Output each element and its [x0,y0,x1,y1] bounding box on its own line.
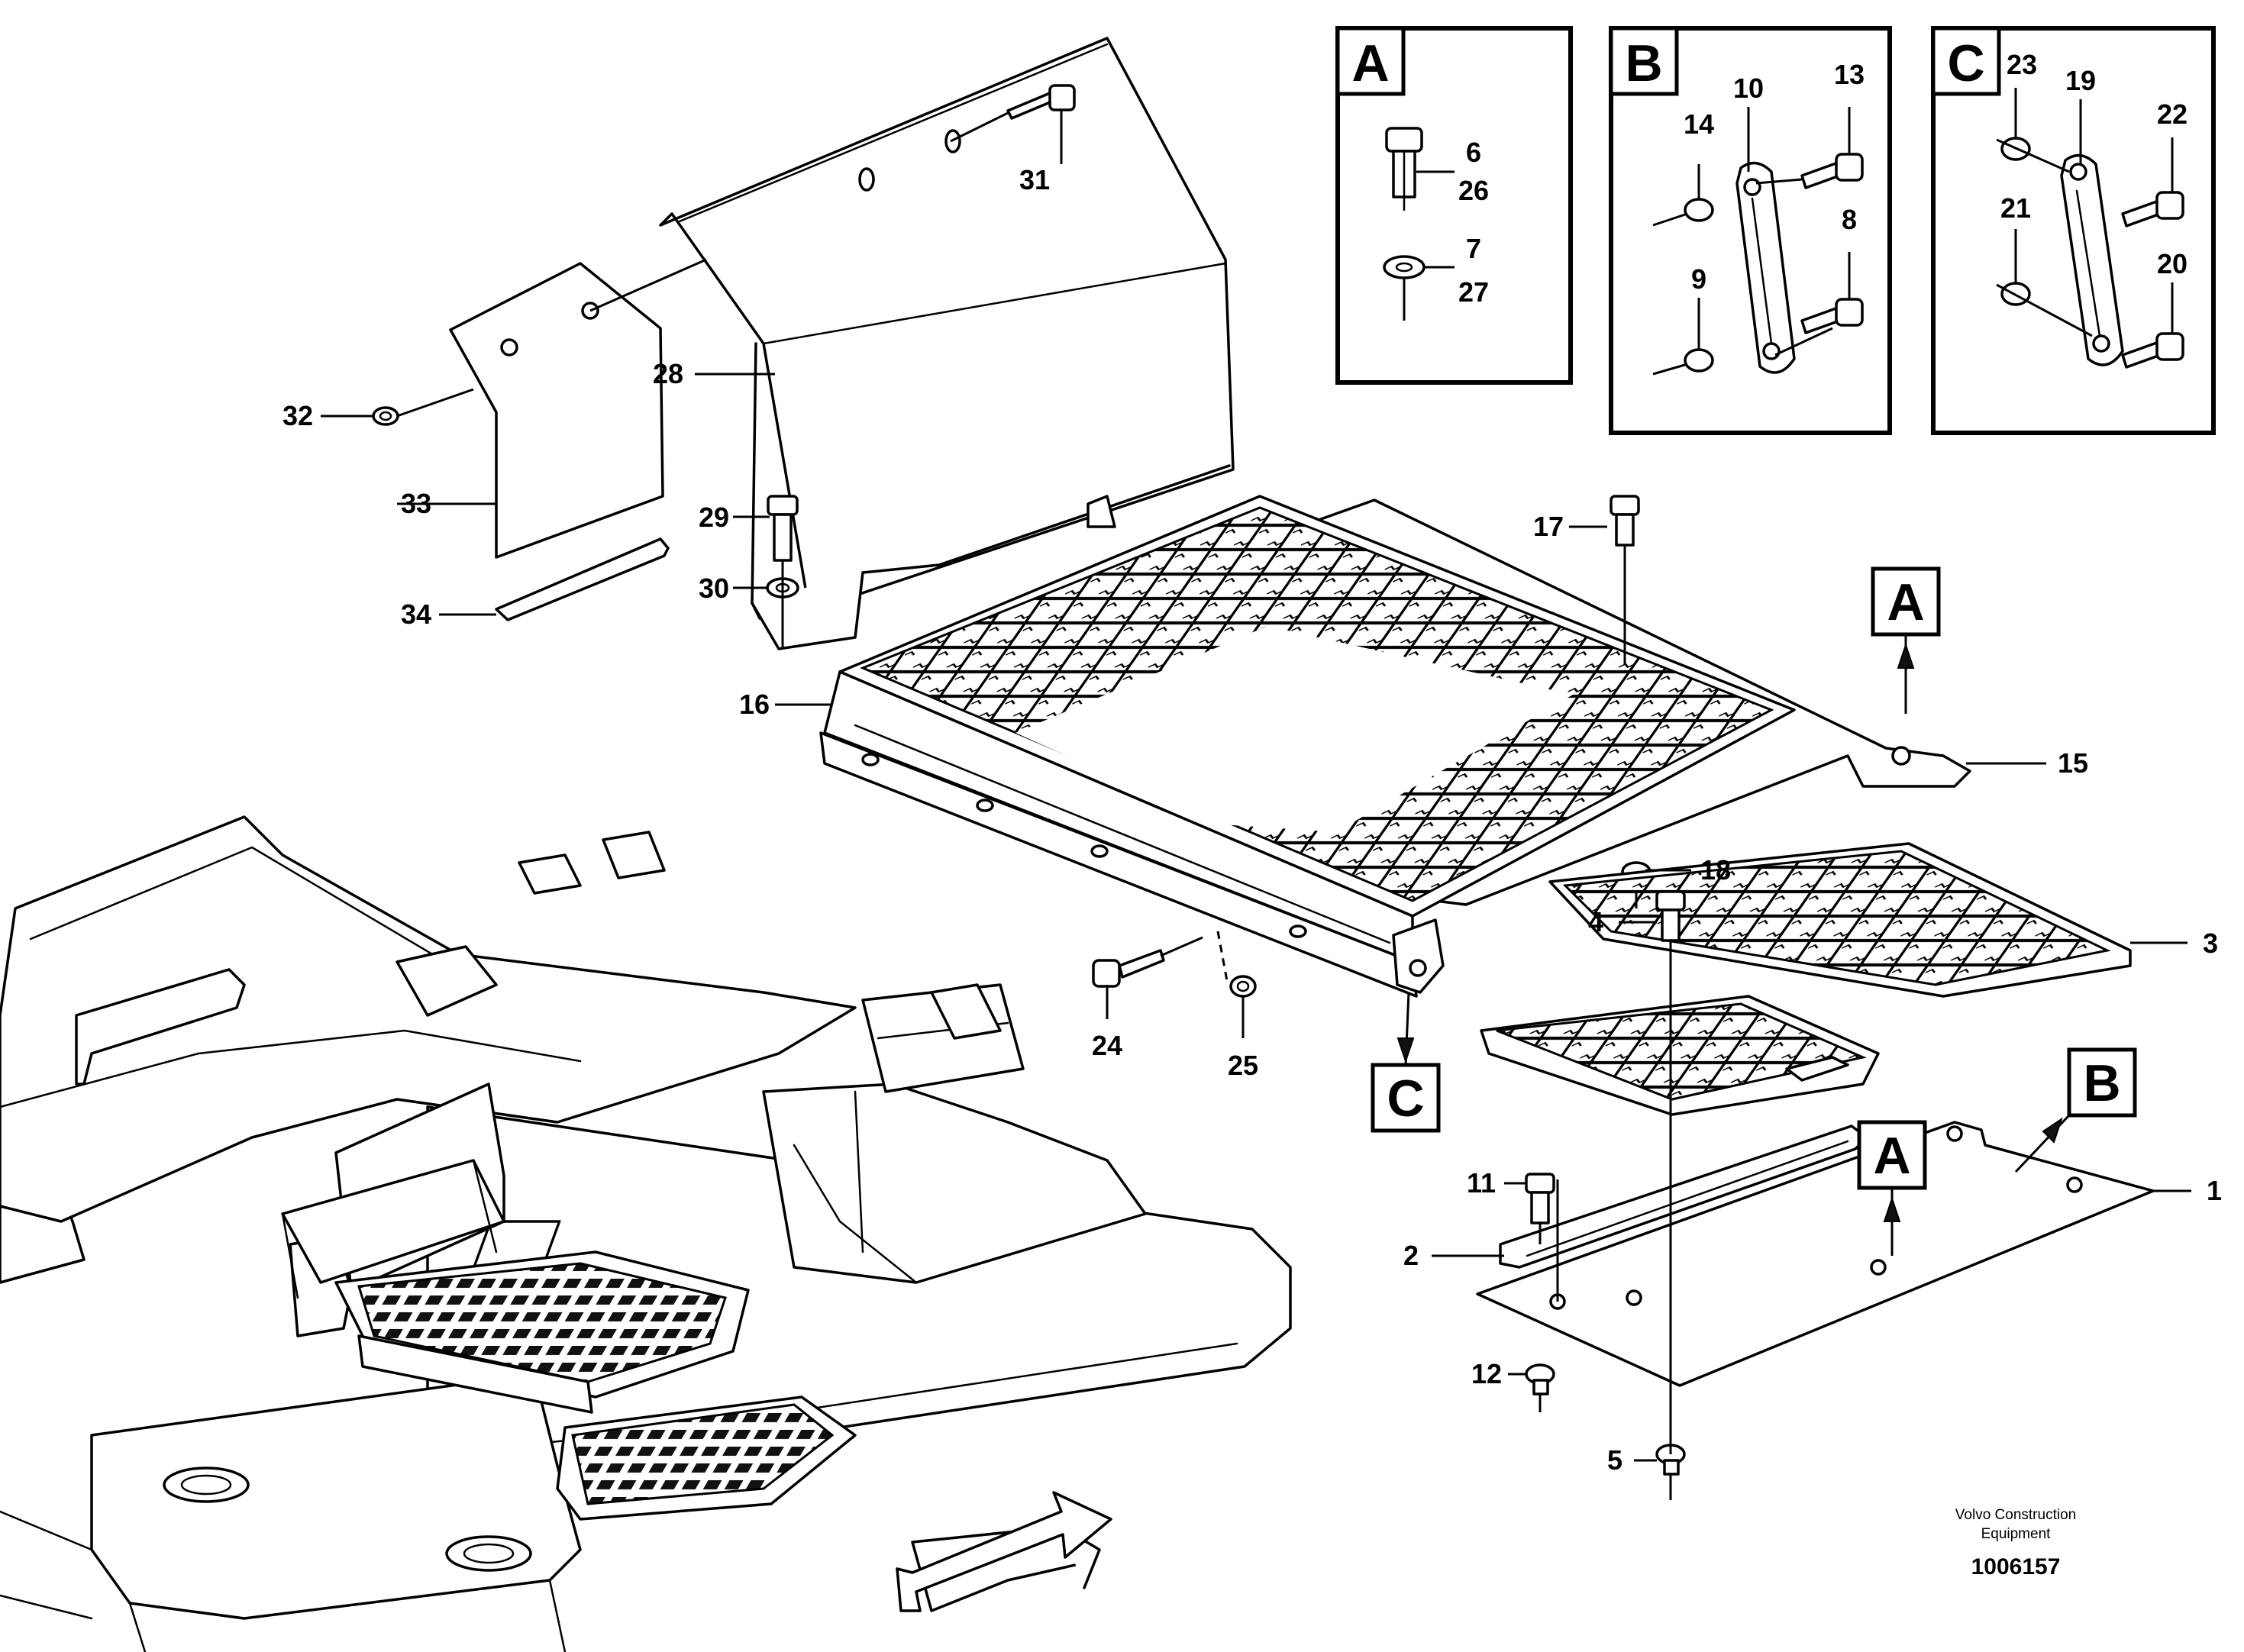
leader-lines [321,111,2191,1500]
callout-9: 9 [1691,263,1706,295]
part-17-bolt [1610,495,1640,547]
callout-6: 6 [1466,137,1481,168]
detail-view-c: C [1931,26,2216,435]
part-1-base-plate [1476,1121,2155,1387]
view-marker-b: B [2014,1047,2137,1173]
detail-b-letter: B [1625,34,1662,92]
part-24-bolt [1092,949,1165,988]
part-33-plate [449,262,664,559]
callout-5: 5 [1607,1444,1622,1476]
footer: Volvo Construction Equipment 1006157 [1955,1507,2076,1579]
callout-28: 28 [653,358,683,389]
callout-25: 25 [1228,1050,1258,1081]
callout-32: 32 [283,400,313,431]
part-34-strip [495,537,670,621]
callout-22: 22 [2157,98,2187,130]
callout-2: 2 [1403,1240,1419,1271]
svg-text:A: A [1873,1127,1910,1185]
part-3-grating [1548,842,2132,998]
callout-12: 12 [1471,1358,1502,1389]
installed-tray-assembly [281,1159,1101,1612]
callout-1: 1 [2207,1175,2222,1206]
svg-text:B: B [2083,1054,2120,1112]
callout-27: 27 [1458,276,1489,308]
part-2-hinge [1499,1124,1868,1269]
callout-19: 19 [2065,65,2096,96]
callout-14: 14 [1684,108,1714,140]
view-marker-a-upper: A [1871,566,1941,714]
callout-20: 20 [2157,248,2187,279]
machine-frame [0,815,1292,1652]
svg-text:A: A [1887,573,1924,631]
callout-21: 21 [2000,192,2031,224]
callout-23: 23 [2007,49,2037,80]
callout-4: 4 [1588,906,1603,937]
callout-10: 10 [1733,73,1764,104]
footer-company-line1: Volvo Construction [1955,1507,2076,1523]
part-11-bolt [1525,1173,1555,1224]
part-3-grating-lower [1480,995,1880,1116]
callout-26: 26 [1458,175,1489,206]
part-25-nut [1229,975,1257,998]
callout-3: 3 [2203,928,2218,959]
callout-11: 11 [1467,1167,1496,1199]
callout-labels: 1 2 3 4 5 6 7 8 9 10 11 12 13 14 15 16 1… [283,49,2222,1476]
part-16-tray [819,495,1796,998]
callout-31: 31 [1019,164,1050,195]
callout-24: 24 [1092,1030,1122,1061]
part-12-nut [1525,1363,1555,1395]
callout-16: 16 [739,689,770,720]
callout-33: 33 [401,488,431,519]
callout-17: 17 [1533,511,1564,542]
callout-7: 7 [1466,233,1481,264]
detail-c-letter: C [1947,34,1984,92]
callout-8: 8 [1842,204,1857,235]
svg-text:C: C [1387,1070,1424,1128]
footer-doc-number: 1006157 [1971,1554,2061,1579]
footer-company-line2: Equipment [1981,1526,2052,1542]
part-4-bolt [1655,890,1686,942]
view-marker-c: C [1371,992,1441,1133]
callout-13: 13 [1834,59,1865,90]
detail-a-letter: A [1351,34,1389,92]
callout-18: 18 [1700,854,1731,886]
detail-view-a: A [1335,26,1573,385]
callout-29: 29 [699,502,729,533]
part-29-bolt [767,495,799,562]
part-32-nut [372,406,399,426]
view-marker-a-lower: A [1857,1120,1927,1256]
callout-34: 34 [401,599,431,630]
part-31-bolt [1006,84,1076,120]
callout-15: 15 [2058,747,2088,779]
callout-30: 30 [699,573,729,604]
detail-view-b: B [1609,26,1892,435]
direction-arrow-icon [896,1491,1112,1612]
